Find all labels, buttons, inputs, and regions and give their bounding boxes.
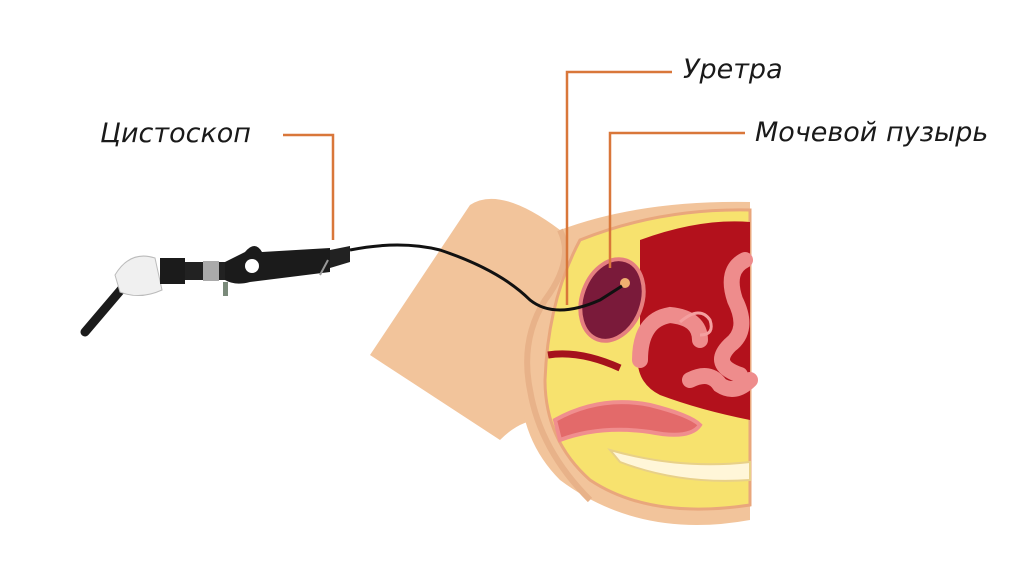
urethra xyxy=(547,350,622,372)
pelvic-bone xyxy=(607,448,751,482)
cystoscope xyxy=(80,243,623,337)
bladder-target xyxy=(620,278,630,288)
bladder-label: Мочевой пузырь xyxy=(755,117,989,148)
rectum xyxy=(552,400,703,443)
skin-fold xyxy=(524,228,593,503)
cystoscope-label: Цистоскоп xyxy=(100,118,251,149)
fallopian-tube xyxy=(679,311,713,337)
bladder-leader-line xyxy=(608,131,745,268)
intestines xyxy=(632,252,758,397)
thigh xyxy=(370,198,560,440)
urethra-leader-line xyxy=(565,70,672,305)
cystoscope-leader-line xyxy=(283,133,335,240)
urethra-label: Уретра xyxy=(683,54,783,85)
